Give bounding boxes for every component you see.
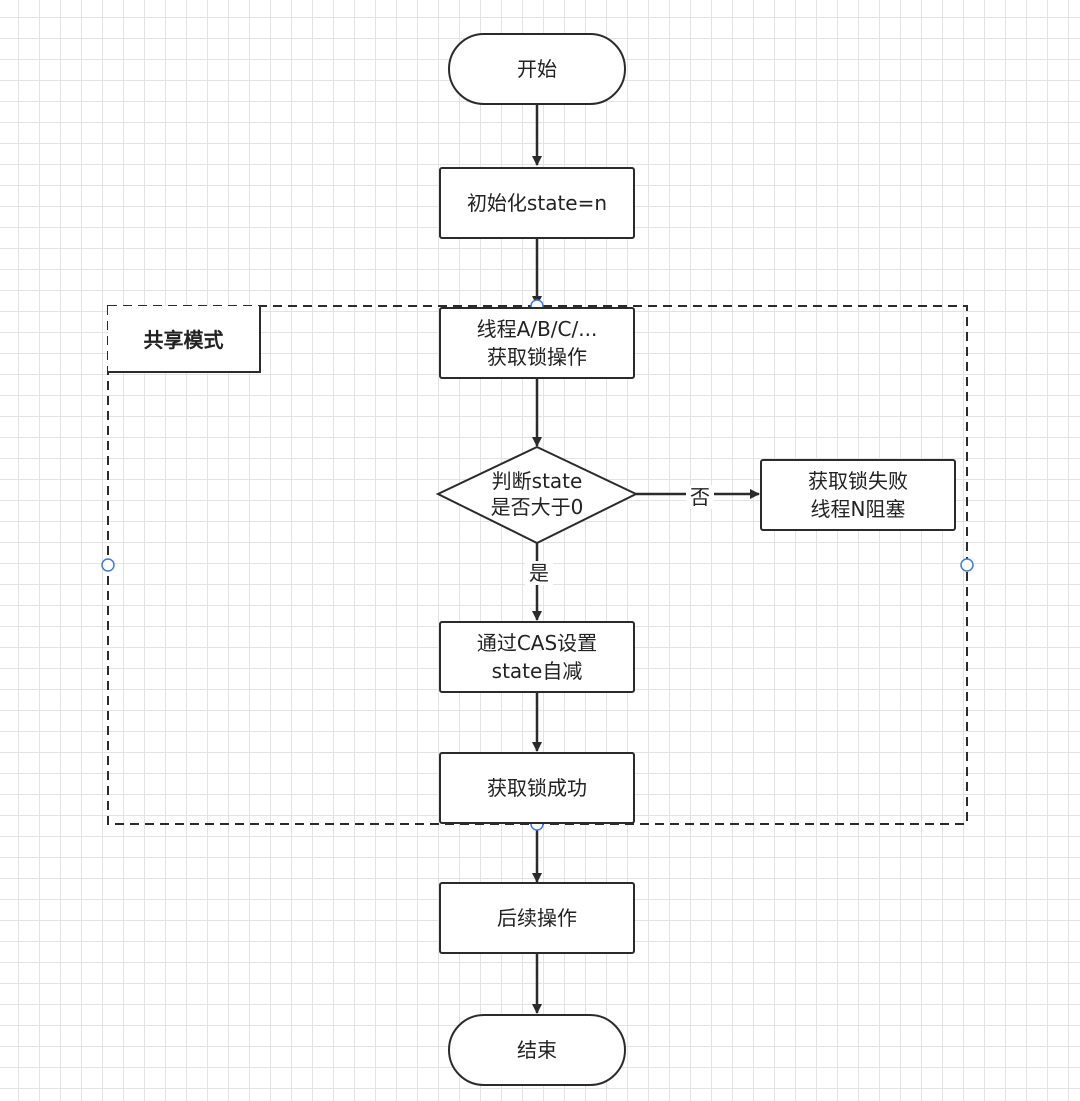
fail-node-label: 获取锁失败 线程N阻塞 — [808, 469, 908, 521]
edge-label-no: 否 — [686, 485, 714, 509]
connection-handle-right[interactable] — [960, 558, 974, 572]
success-node-label: 获取锁成功 — [487, 776, 587, 800]
decision-label: 判断state 是否大于0 — [490, 469, 584, 519]
start-node[interactable]: 开始 — [448, 33, 626, 105]
connection-handle-left[interactable] — [101, 558, 115, 572]
follow-node-label: 后续操作 — [497, 906, 577, 930]
edge-label-yes: 是 — [525, 561, 553, 585]
end-node[interactable]: 结束 — [448, 1014, 626, 1086]
end-node-label: 结束 — [517, 1038, 557, 1062]
decision-diamond — [435, 445, 639, 545]
acquire-node-label: 线程A/B/C/... 获取锁操作 — [476, 317, 598, 369]
start-node-label: 开始 — [517, 57, 557, 81]
init-node-label: 初始化state=n — [466, 191, 608, 215]
cas-node-label: 通过CAS设置 state自减 — [476, 631, 598, 683]
success-node[interactable]: 获取锁成功 — [439, 752, 635, 824]
init-node[interactable]: 初始化state=n — [439, 167, 635, 239]
follow-node[interactable]: 后续操作 — [439, 882, 635, 954]
acquire-node[interactable]: 线程A/B/C/... 获取锁操作 — [439, 307, 635, 379]
group-title: 共享模式 — [108, 306, 261, 373]
fail-node[interactable]: 获取锁失败 线程N阻塞 — [760, 459, 956, 531]
cas-node[interactable]: 通过CAS设置 state自减 — [439, 621, 635, 693]
